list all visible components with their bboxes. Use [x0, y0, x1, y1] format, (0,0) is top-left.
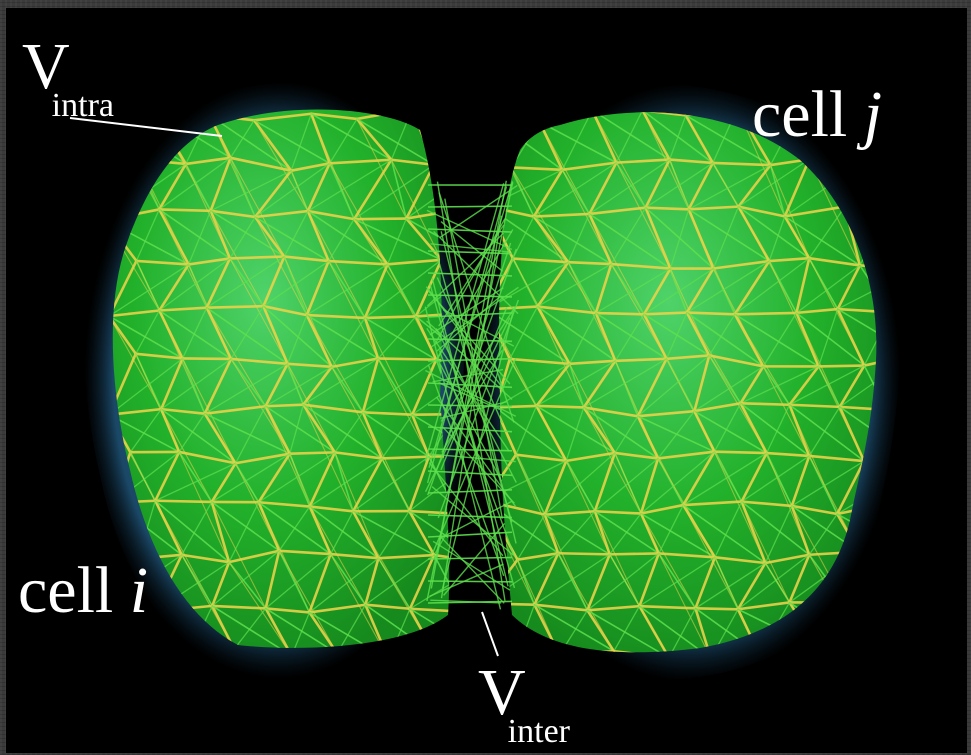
- mesh-edge: [159, 209, 210, 210]
- mesh-edge: [864, 605, 892, 652]
- mesh-edge: [646, 208, 689, 210]
- mesh-edge: [266, 405, 304, 407]
- mesh-edge: [110, 111, 155, 115]
- cell-i-label: cell i: [18, 558, 148, 624]
- mesh-edge: [891, 164, 914, 210]
- mesh-edge: [714, 452, 766, 453]
- mesh-edge: [207, 306, 264, 307]
- mesh-edge: [644, 313, 687, 315]
- mesh-edge: [365, 316, 416, 318]
- mesh-edge: [865, 161, 914, 165]
- mesh-edge: [844, 602, 864, 651]
- mesh-edge: [844, 602, 908, 654]
- mesh-edge: [864, 652, 908, 654]
- mesh-edge: [136, 660, 187, 662]
- mesh-edge: [290, 452, 335, 453]
- v-inter-label: Vinter: [478, 660, 588, 726]
- mesh-edge: [460, 111, 487, 161]
- mesh-edge: [382, 457, 429, 459]
- mesh-edge: [558, 553, 610, 554]
- mesh-edge: [183, 358, 231, 359]
- cell-j-label: cell j: [752, 82, 882, 148]
- intercell-bond: [428, 581, 512, 582]
- mesh-edge: [886, 117, 914, 164]
- mesh-edge: [596, 313, 644, 314]
- mesh-edge: [687, 313, 735, 315]
- mesh-edge: [536, 406, 583, 408]
- mesh-edge: [892, 554, 910, 605]
- mesh-edge: [378, 358, 436, 359]
- mesh-edge: [354, 219, 406, 220]
- intercell-bond: [428, 206, 512, 207]
- mesh-edge: [695, 608, 738, 609]
- mesh-edge: [610, 553, 659, 554]
- mesh-edge: [735, 313, 797, 314]
- mesh-edge: [891, 503, 910, 555]
- mesh-edge: [741, 403, 790, 404]
- mesh-edge: [891, 464, 921, 503]
- mesh-edge: [819, 366, 865, 367]
- mesh-edge: [892, 605, 908, 654]
- v-intra-label: Vintra: [22, 34, 132, 100]
- mesh-edge: [844, 602, 892, 604]
- mesh-edge: [155, 501, 211, 502]
- mesh-edge: [819, 649, 864, 652]
- mesh-edge: [891, 210, 917, 269]
